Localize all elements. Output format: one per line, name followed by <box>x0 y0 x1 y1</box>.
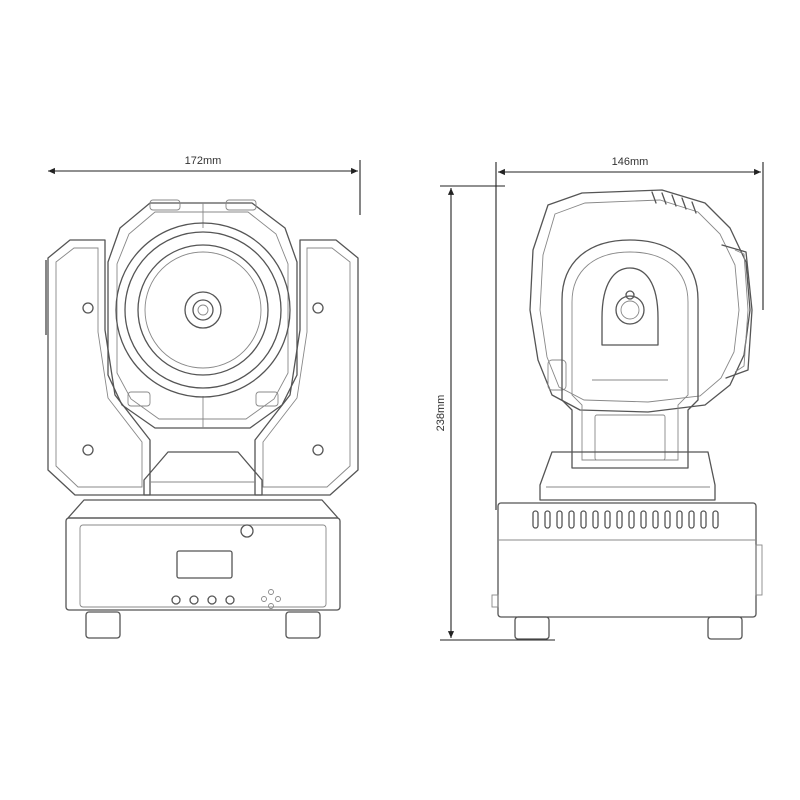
side-yoke <box>561 239 699 469</box>
front-lens <box>115 222 291 398</box>
front-view: 172mm <box>45 155 361 639</box>
enter-button <box>225 595 235 605</box>
front-head <box>107 199 298 429</box>
ir-receiver-icon <box>268 589 274 595</box>
side-base <box>491 502 763 640</box>
front-yoke <box>47 239 359 496</box>
down-button <box>207 595 217 605</box>
side-depth-dimension: 146mm <box>495 156 764 510</box>
height-dimension: 238mm <box>435 185 555 641</box>
front-base <box>65 499 341 639</box>
front-neck <box>143 451 263 496</box>
up-button <box>189 595 199 605</box>
front-width-label: 172mm <box>185 155 222 167</box>
side-head <box>529 189 753 413</box>
side-view: 146mm 238mm <box>435 156 764 641</box>
side-neck <box>539 451 716 501</box>
base-vent-slots <box>532 510 719 529</box>
side-depth-label: 146mm <box>612 156 649 168</box>
display-screen <box>176 550 233 579</box>
height-label: 238mm <box>435 395 447 432</box>
front-width-dimension: 172mm <box>45 155 361 335</box>
vent-slots <box>651 191 697 214</box>
menu-button <box>171 595 181 605</box>
